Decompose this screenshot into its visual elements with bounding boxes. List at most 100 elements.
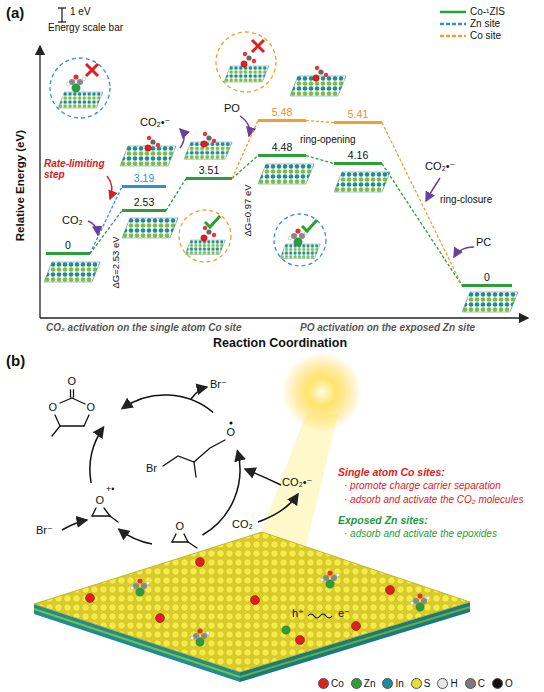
axes <box>40 46 528 318</box>
inset-circle <box>252 40 264 52</box>
annotation: Rate-limiting step <box>44 158 108 180</box>
legend-text: In <box>395 678 403 689</box>
axes <box>39 46 40 318</box>
atom-label: O <box>96 494 105 507</box>
energy-level: 3.19 <box>122 172 166 188</box>
zn-site <box>410 593 430 611</box>
molecule-structure <box>70 390 71 397</box>
cycle-arrow <box>90 427 104 483</box>
inset-circle <box>288 228 308 246</box>
legend-swatch <box>411 678 422 689</box>
energy-value: 0 <box>462 271 512 283</box>
slab-model <box>145 136 160 151</box>
molecule-structure <box>172 541 188 542</box>
scale-label: Energy scale bar <box>48 22 123 34</box>
molecule-structure <box>84 415 89 426</box>
slab-model <box>462 292 518 312</box>
energy-value: 5.41 <box>334 108 382 120</box>
light-beam <box>282 352 362 432</box>
cycle-arrow <box>62 520 87 530</box>
energy-value: 4.16 <box>334 149 382 161</box>
energy-connector <box>306 156 334 164</box>
inset-circle <box>50 58 110 118</box>
energy-value: 0 <box>46 239 90 251</box>
axis-note: CO₂ activation on the single atom Co sit… <box>46 322 242 334</box>
molecule-structure <box>60 425 84 426</box>
panel-label: (b) <box>6 352 25 369</box>
legend-item: H <box>437 678 457 689</box>
energy-value: 2.53 <box>122 196 166 208</box>
energy-level: 3.51 <box>186 164 232 180</box>
co-atom <box>86 594 95 603</box>
energy-value: 4.48 <box>258 141 306 153</box>
molecule-structure <box>194 462 196 477</box>
legend-swatch <box>382 678 393 689</box>
pointer-arrow <box>107 176 112 199</box>
molecule-structure <box>104 508 110 516</box>
inset-circle <box>86 64 98 76</box>
atom-label: O <box>227 426 236 439</box>
legend-item: Co <box>318 678 344 689</box>
photocatalyst-slab <box>34 532 470 682</box>
cycle-arrow <box>62 387 298 544</box>
legend-sample <box>440 11 466 14</box>
atom-label: Br <box>146 462 157 475</box>
inset-circle <box>224 66 269 82</box>
inset-circle <box>302 220 317 231</box>
legend-sample <box>440 12 466 36</box>
legend-swatch <box>318 678 329 689</box>
atom-label: O <box>176 520 185 533</box>
legend-item: Zn <box>351 678 376 689</box>
legend-swatch <box>437 678 448 689</box>
note-item: · adsorb and activate the epoxides <box>344 528 497 540</box>
step-label: ring-closure <box>440 194 492 206</box>
co-atom <box>251 596 260 605</box>
legend-sample <box>440 35 466 38</box>
inset-circle <box>241 52 256 67</box>
pointer-arrow <box>240 116 250 136</box>
co-atom <box>296 636 305 645</box>
charge-label: h⁺ <box>292 607 304 620</box>
atom-label: O <box>87 401 96 414</box>
note-item: · adsorb and activate the CO₂ molecules <box>344 494 523 506</box>
legend-text: Co site <box>470 30 501 42</box>
energy-level: 0 <box>46 239 90 255</box>
molecule-label: CO₂ <box>232 518 253 531</box>
co-atom <box>352 622 361 631</box>
panel-label: (a) <box>6 4 24 21</box>
legend-item: C <box>465 678 485 689</box>
inset-circle <box>205 216 220 227</box>
legend-sample <box>440 23 466 26</box>
legend-item: S <box>411 678 431 689</box>
co-atom <box>86 558 395 645</box>
zn-site <box>190 628 210 646</box>
cycle-arrow <box>245 469 281 485</box>
scale-bar <box>61 8 62 22</box>
legend-swatch <box>492 678 503 689</box>
inset-circle <box>274 214 326 266</box>
ion-label: Br⁻ <box>36 524 53 537</box>
note-item: · promote charge carrier separation <box>344 480 501 492</box>
legend-text: C <box>478 678 485 689</box>
energy-value: 5.48 <box>258 106 306 118</box>
slab-model <box>258 164 314 184</box>
scale-label: 1 eV <box>70 6 91 18</box>
pointer-arrow <box>107 176 112 199</box>
molecule-structure <box>60 398 72 403</box>
molecule-structure <box>92 515 110 516</box>
legend-swatch <box>465 678 476 689</box>
charge-label: e⁻ <box>338 607 350 620</box>
energy-level: 2.53 <box>122 196 166 212</box>
molecule-label: CO₂ <box>62 214 83 227</box>
note-heading: Exposed Zn sites: <box>338 514 428 526</box>
energy-level: 5.48 <box>258 106 306 122</box>
slab-model <box>201 132 216 147</box>
legend-text: S <box>424 678 431 689</box>
legend-text: O <box>505 678 513 689</box>
molecule-structure <box>73 390 74 397</box>
cycle-arrow <box>191 387 207 400</box>
molecule-structure <box>52 426 60 436</box>
inset-circle <box>50 32 326 266</box>
cycle-arrow <box>119 529 152 544</box>
